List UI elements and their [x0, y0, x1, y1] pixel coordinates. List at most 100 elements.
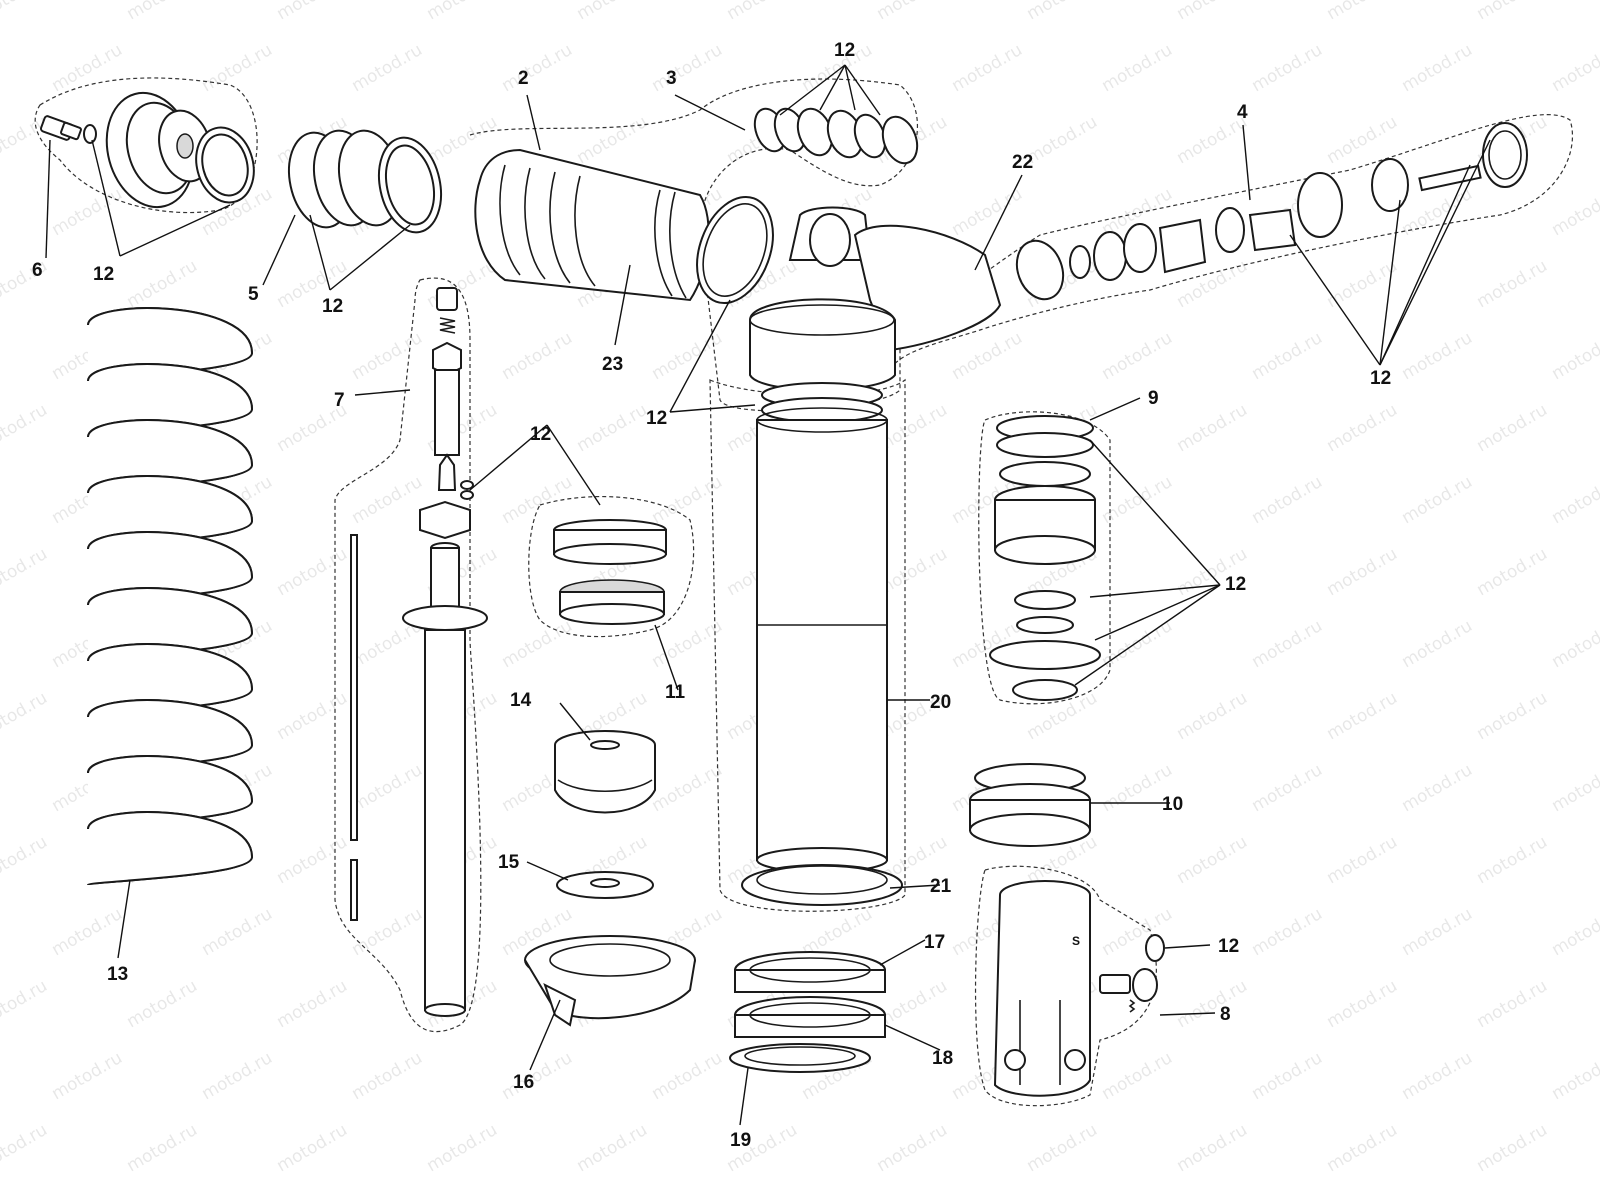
watermark-text: motod.ru: [1323, 688, 1401, 744]
part-14-bump-stop: [554, 730, 656, 814]
part-15-washer: [556, 871, 654, 899]
part-3-valve-assembly: [753, 107, 919, 165]
group-outline-piston: [528, 495, 695, 638]
watermark-text: motod.ru: [498, 1048, 576, 1104]
group-outline-top-valve: [469, 78, 1574, 412]
callout-4: 4: [1237, 102, 1248, 123]
watermark-text: motod.ru: [0, 1120, 51, 1176]
callout-8: 8: [1220, 1004, 1231, 1025]
watermark-text: motod.ru: [1398, 328, 1476, 384]
watermark-text: motod.ru: [1248, 1048, 1326, 1104]
watermark-text: motod.ru: [498, 472, 576, 528]
watermark-text: motod.ru: [0, 256, 51, 312]
watermark-text: motod.ru: [123, 1120, 201, 1176]
watermark-text: motod.ru: [0, 976, 51, 1032]
watermark-text: motod.ru: [1473, 544, 1551, 600]
watermark-text: motod.ru: [1248, 472, 1326, 528]
callout-10: 10: [1162, 794, 1183, 815]
part-20-damper-body: [756, 382, 888, 873]
watermark-text: motod.ru: [1173, 400, 1251, 456]
watermark-text: motod.ru: [1398, 472, 1476, 528]
watermark-text: motod.ru: [273, 1120, 351, 1176]
part-22-upper-head: [749, 206, 1002, 391]
part-19-washer-ring: [729, 1043, 871, 1073]
group-outline-rod: [334, 277, 482, 1033]
watermark-text: motod.ru: [0, 832, 51, 888]
callout-12-a: 12: [93, 264, 114, 285]
watermark-text: motod.ru: [723, 0, 801, 24]
callout-21: 21: [930, 876, 952, 897]
watermark-text: motod.ru: [498, 616, 576, 672]
part-5-floating-piston: [288, 129, 442, 234]
watermark-text: motod.ru: [873, 0, 951, 24]
watermark-text: motod.ru: [1398, 760, 1476, 816]
leader-lines: [45, 64, 1491, 1126]
watermark-text: motod.ru: [48, 40, 126, 96]
spring-coil-fill: [87, 811, 254, 886]
watermark-text: motod.ru: [348, 328, 426, 384]
callout-2: 2: [518, 68, 529, 89]
callout-12-g: 12: [1225, 574, 1246, 595]
part-6-bleed-screw: [40, 115, 97, 144]
part-23-dust-boot: [474, 148, 774, 305]
callout-5: 5: [248, 284, 259, 305]
watermark-text: motod.ru: [498, 40, 576, 96]
callout-12-d: 12: [646, 408, 667, 429]
watermark-text: motod.ru: [1248, 328, 1326, 384]
part-7-needle-assembly: [432, 287, 474, 500]
callout-22: 22: [1012, 152, 1033, 173]
callout-16: 16: [513, 1072, 534, 1093]
part-4-compression-adjuster: [1015, 122, 1528, 301]
watermark-text: motod.ru: [1323, 832, 1401, 888]
watermark-text: motod.ru: [348, 40, 426, 96]
watermark-text: motod.ru: [423, 0, 501, 24]
part-18-lock-nut: [734, 996, 886, 1038]
watermark-text: motod.ru: [1023, 1120, 1101, 1176]
watermark-text: motod.ru: [1098, 328, 1176, 384]
watermark-text: motod.ru: [1173, 832, 1251, 888]
part-9-seal-head-stack: [989, 415, 1101, 701]
watermark-text: motod.ru: [198, 40, 276, 96]
watermark-text: motod.ru: [123, 976, 201, 1032]
callout-12-e: 12: [1370, 368, 1391, 389]
callout-15: 15: [498, 852, 520, 873]
watermark-text: motod.ru: [1473, 976, 1551, 1032]
watermark-text: motod.ru: [1548, 40, 1600, 96]
watermark-text: motod.ru: [873, 1120, 951, 1176]
watermark-text: motod.ru: [1248, 616, 1326, 672]
watermark-text: motod.ru: [1323, 544, 1401, 600]
watermark-text: motod.ru: [498, 328, 576, 384]
callout-18: 18: [932, 1048, 953, 1069]
watermark-text: motod.ru: [348, 472, 426, 528]
watermark-text: motod.ru: [348, 760, 426, 816]
watermark-text: motod.ru: [1173, 1120, 1251, 1176]
watermark-text: motod.ru: [198, 1048, 276, 1104]
watermark-text: motod.ru: [273, 0, 351, 24]
watermark-text: motod.ru: [1323, 1120, 1401, 1176]
callout-14: 14: [510, 690, 532, 711]
watermark-text: motod.ru: [1398, 1048, 1476, 1104]
callout-12-c: 12: [834, 40, 855, 61]
watermark-text: motod.ru: [1323, 400, 1401, 456]
watermark-text: motod.ru: [1173, 0, 1251, 24]
watermark-text: motod.ru: [1098, 40, 1176, 96]
part-10-bushing-ring: [969, 763, 1091, 847]
watermark-text: motod.ru: [1548, 760, 1600, 816]
watermark-text: motod.ru: [198, 904, 276, 960]
watermark-text: motod.ru: [1473, 1120, 1551, 1176]
watermark-text: motod.ru: [1473, 688, 1551, 744]
watermark-text: motod.ru: [1398, 616, 1476, 672]
lower-eye-clevis: S: [993, 880, 1091, 1097]
watermark-text: motod.ru: [648, 328, 726, 384]
watermark-text: motod.ru: [1548, 472, 1600, 528]
piston-rod: [350, 500, 488, 1017]
watermark-text: motod.ru: [423, 112, 501, 168]
part-17-preload-nut: [734, 951, 886, 993]
part-16-spring-seat: [524, 935, 696, 1027]
watermark-text: motod.ru: [1323, 0, 1401, 24]
group-outline-eye: [974, 865, 1157, 1107]
callout-13: 13: [107, 964, 128, 985]
watermark-text: motod.ru: [573, 0, 651, 24]
callout-12-b: 12: [322, 296, 343, 317]
